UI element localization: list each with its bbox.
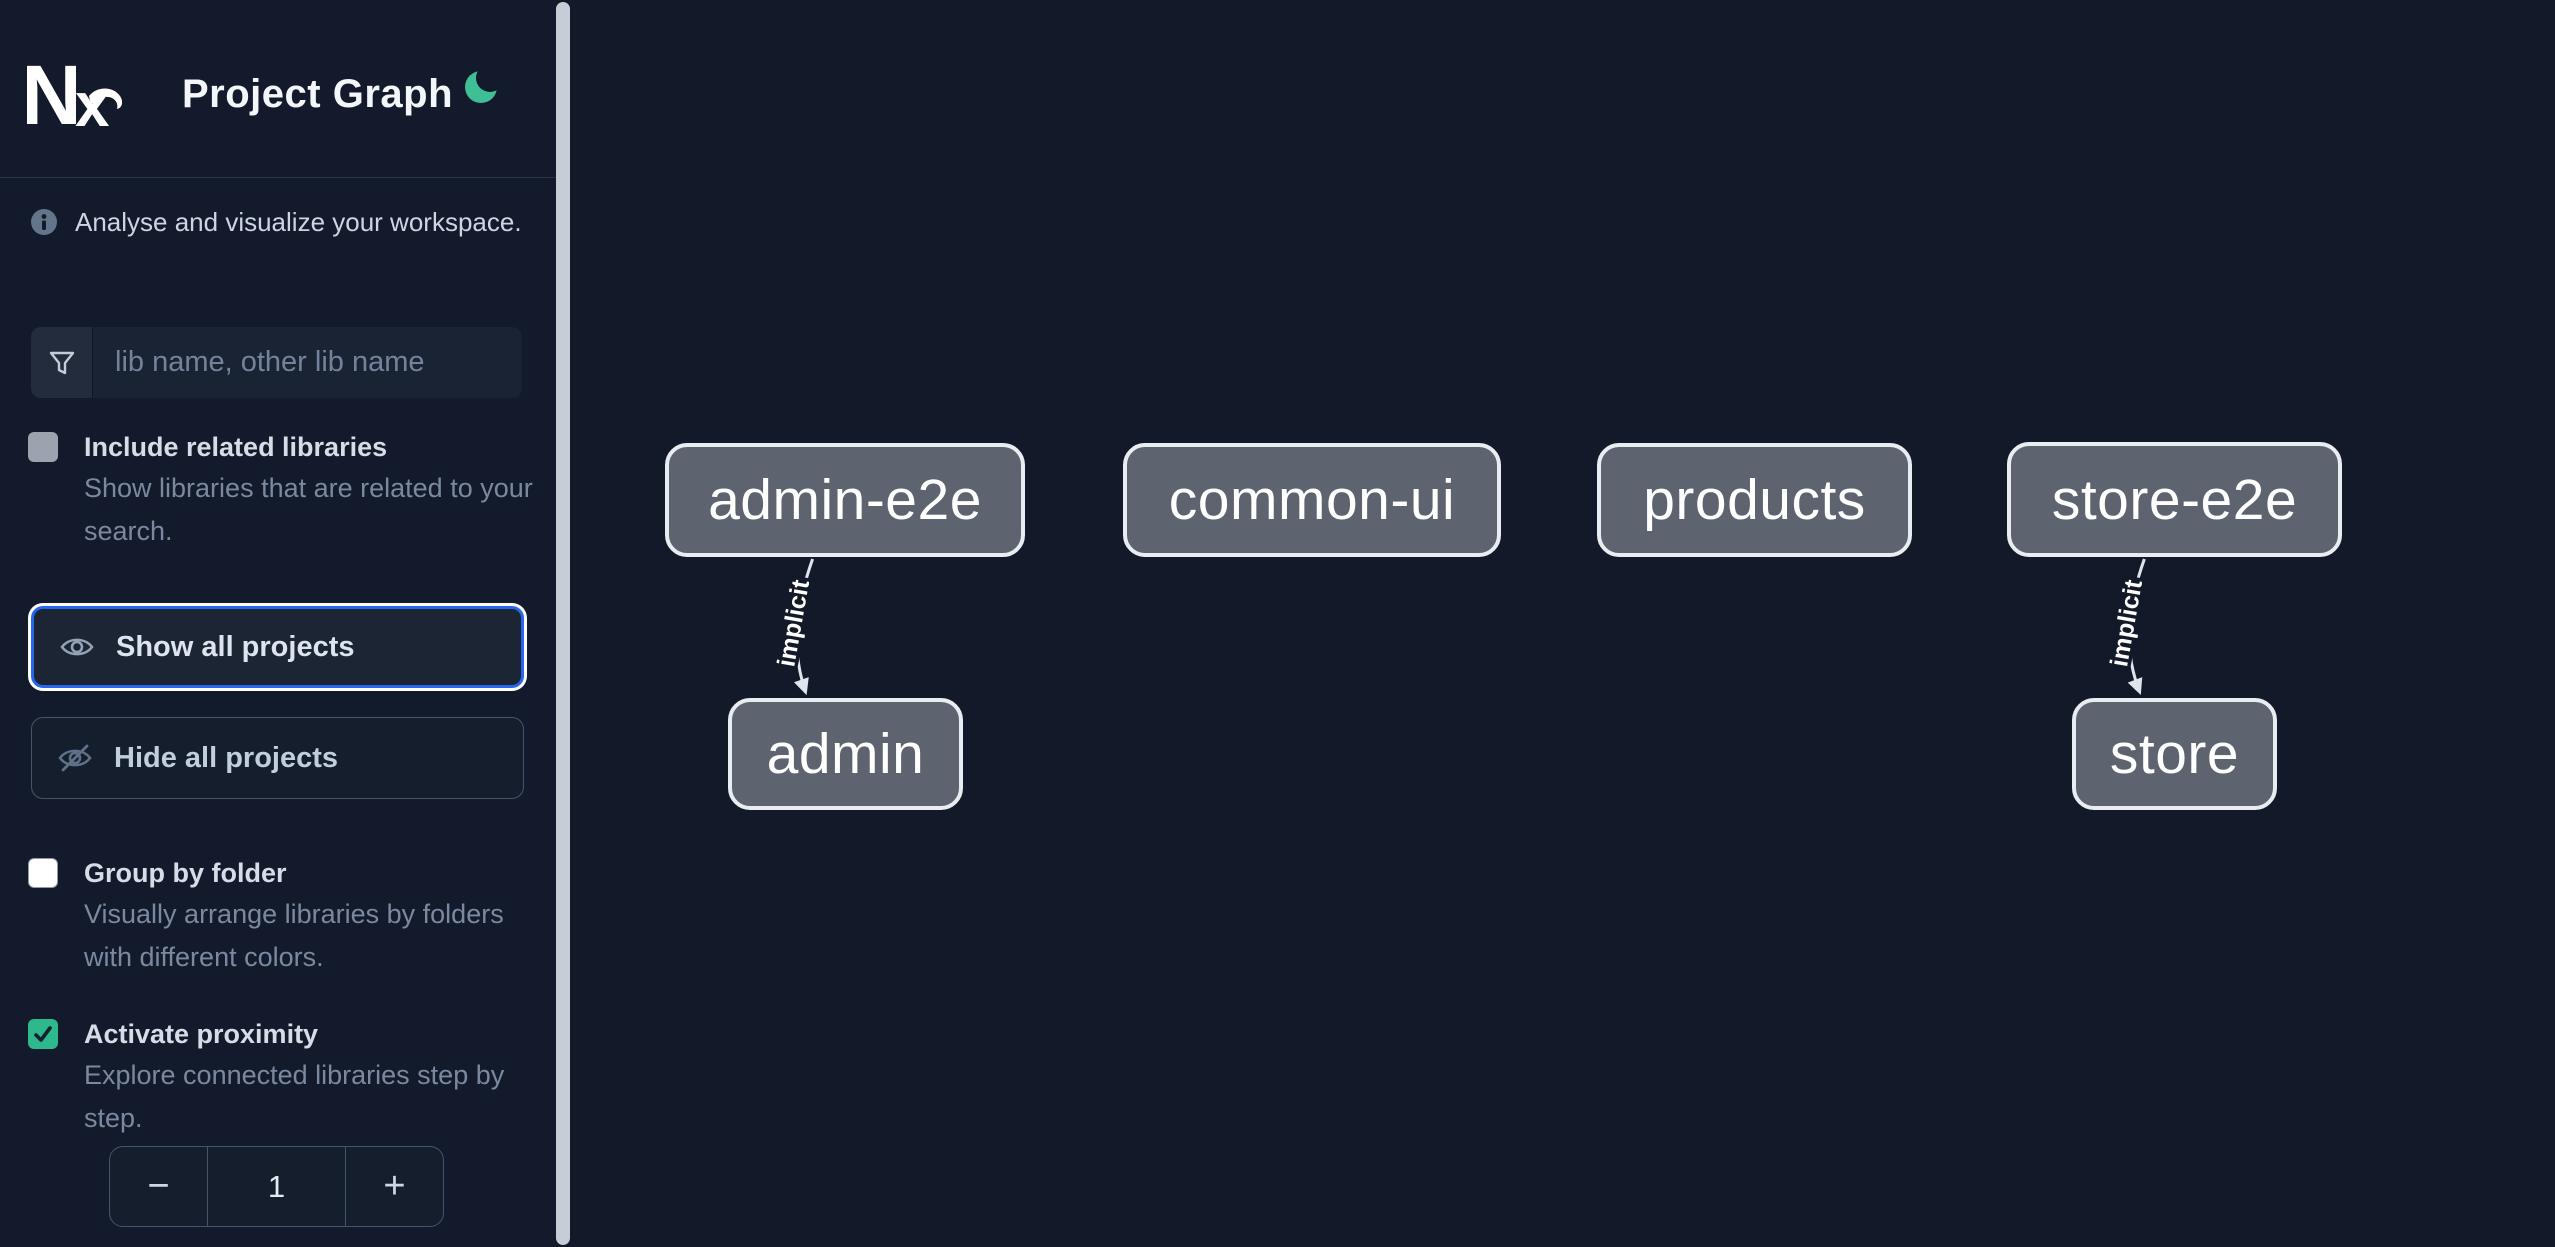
toggle-label: Include related libraries bbox=[84, 432, 388, 462]
stepper-increment-button[interactable]: + bbox=[346, 1147, 443, 1226]
svg-text:N: N bbox=[27, 60, 76, 127]
stepper-value: 1 bbox=[208, 1147, 346, 1226]
graph-node-admin[interactable]: admin bbox=[728, 698, 963, 810]
sidebar-scrollbar[interactable] bbox=[556, 2, 570, 1245]
theme-toggle-button[interactable] bbox=[462, 62, 510, 110]
graph-node-products[interactable]: products bbox=[1597, 443, 1912, 557]
filter-icon-cell bbox=[31, 327, 93, 398]
funnel-icon bbox=[49, 351, 74, 374]
hide-all-projects-label: Hide all projects bbox=[114, 741, 339, 774]
graph-node-admin-e2e[interactable]: admin-e2e bbox=[665, 443, 1025, 557]
toggle-label: Activate proximity bbox=[84, 1019, 319, 1049]
show-all-projects-label: Show all projects bbox=[116, 630, 355, 663]
moon-icon bbox=[465, 66, 502, 103]
toggle-description: Visually arrange libraries by folders wi… bbox=[84, 899, 504, 972]
checkbox-activate-proximity[interactable] bbox=[28, 1019, 58, 1049]
graph-edge-admin-e2e-admin[interactable] bbox=[793, 558, 815, 696]
edge-label: implicit bbox=[2105, 577, 2148, 669]
toggle-label: Group by folder bbox=[84, 858, 287, 888]
toggle-description: Show libraries that are related to your … bbox=[84, 473, 533, 546]
page-title: Project Graph bbox=[182, 72, 454, 116]
graph-node-store[interactable]: store bbox=[2072, 698, 2277, 810]
info-icon bbox=[31, 209, 57, 235]
tagline-row: Analyse and visualize your workspace. bbox=[31, 205, 531, 239]
tagline-text: Analyse and visualize your workspace. bbox=[75, 207, 522, 237]
graph-node-store-e2e[interactable]: store-e2e bbox=[2007, 442, 2342, 557]
hide-all-projects-button[interactable]: Hide all projects bbox=[31, 717, 524, 799]
proximity-stepper: − 1 + bbox=[109, 1146, 444, 1227]
edge-label: implicit bbox=[772, 577, 815, 669]
sidebar: N x Project Graph Analyse and visualize … bbox=[0, 0, 557, 1247]
toggle-group-by-folder[interactable]: Group by folder Visually arrange librari… bbox=[28, 853, 536, 979]
checkbox-include-related[interactable] bbox=[28, 432, 58, 462]
graph-edge-store-e2e-store[interactable] bbox=[2127, 558, 2146, 696]
filter-input[interactable] bbox=[93, 327, 522, 398]
show-all-projects-button[interactable]: Show all projects bbox=[31, 606, 524, 688]
toggle-description: Explore connected libraries step by step… bbox=[84, 1060, 505, 1133]
eye-icon bbox=[60, 638, 94, 656]
graph-canvas[interactable]: implicit implicit admin-e2e common-ui produ… bbox=[570, 0, 2555, 1247]
sidebar-header: N x Project Graph bbox=[0, 0, 557, 178]
check-icon bbox=[34, 1026, 52, 1042]
nx-logo-icon: N x bbox=[27, 60, 123, 127]
filter-box bbox=[31, 327, 522, 398]
graph-node-common-ui[interactable]: common-ui bbox=[1123, 443, 1501, 557]
toggle-activate-proximity[interactable]: Activate proximity Explore connected lib… bbox=[28, 1014, 536, 1140]
toggle-include-related[interactable]: Include related libraries Show libraries… bbox=[28, 427, 536, 553]
checkbox-group-by-folder[interactable] bbox=[28, 858, 58, 888]
stepper-decrement-button[interactable]: − bbox=[110, 1147, 208, 1226]
eye-off-icon bbox=[58, 744, 92, 772]
